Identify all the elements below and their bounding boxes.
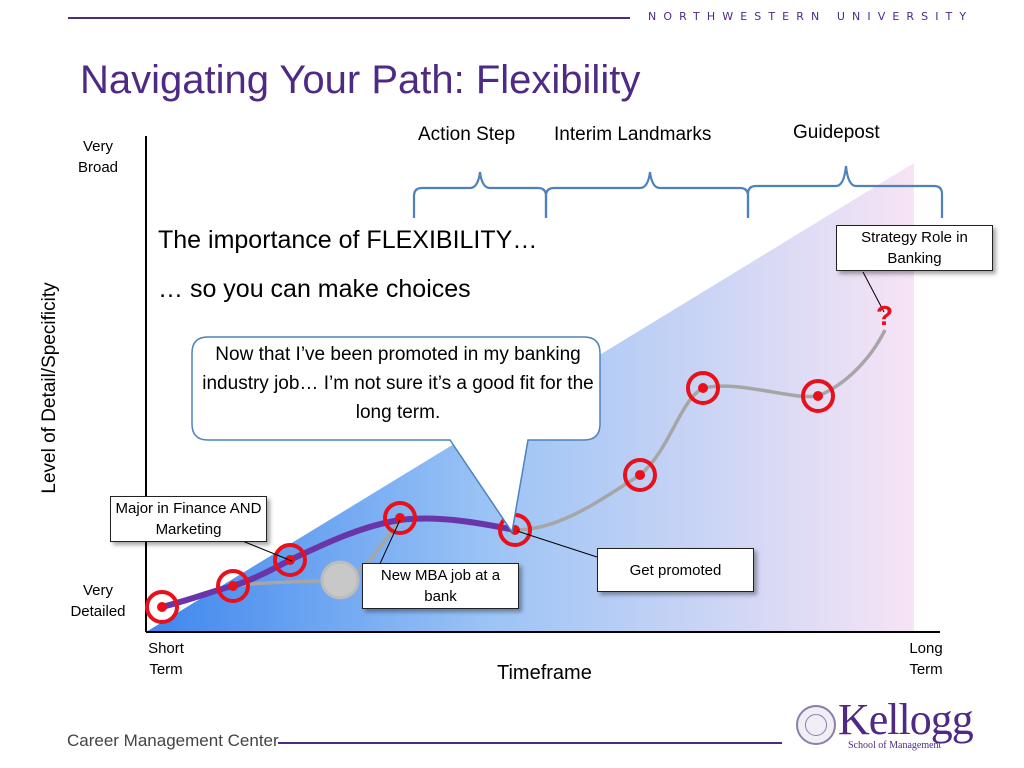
milestone-7 — [686, 371, 720, 405]
kellogg-logo: Kellogg — [838, 695, 974, 744]
mba-job-label: New MBA job at a bank — [380, 567, 501, 605]
mba-job-label-box: New MBA job at a bank — [362, 563, 519, 609]
milestone-4 — [383, 501, 417, 535]
skipped-milestone — [320, 560, 360, 600]
actual-path-line — [161, 329, 887, 609]
milestone-6 — [623, 458, 657, 492]
choices-subheading: … so you can make choices — [158, 275, 471, 303]
y-top-line-2: Broad — [77, 159, 119, 176]
promoted-connector — [516, 530, 598, 558]
milestone-1 — [145, 590, 179, 624]
major-label: Major in Finance AND Marketing — [115, 500, 262, 538]
kellogg-logo-subtitle: School of Management — [848, 740, 942, 751]
x-right-line-1: Long — [909, 640, 943, 657]
interim-landmarks-label: Interim Landmarks — [554, 124, 712, 145]
northwestern-seal-icon — [796, 705, 836, 745]
milestone-2 — [216, 569, 250, 603]
flexibility-heading: The importance of FLEXIBILITY… — [158, 226, 538, 254]
major-label-box: Major in Finance AND Marketing — [110, 496, 267, 542]
x-axis-left-label: Short Term — [136, 638, 196, 680]
y-axis-top-label: Very Broad — [68, 136, 128, 178]
strategy-connector — [862, 271, 885, 313]
mba-connector — [377, 519, 401, 569]
interim-landmarks-brace — [544, 171, 750, 218]
promoted-label: Get promoted — [629, 561, 722, 579]
y-axis-bottom-label: Very Detailed — [62, 580, 134, 622]
callout-text: Now that I’ve been promoted in my bankin… — [202, 344, 594, 423]
x-axis-title: Timeframe — [497, 662, 592, 684]
footer-rule — [278, 742, 782, 744]
action-step-label: Action Step — [418, 124, 516, 145]
x-left-line-1: Short — [148, 640, 184, 657]
speech-callout-shape — [191, 336, 601, 534]
y-bottom-line-1: Very — [82, 582, 113, 599]
guidepost-label: Guidepost — [793, 122, 880, 143]
milestone-markers — [145, 371, 835, 624]
slide-title: Navigating Your Path: Flexibility — [80, 58, 641, 102]
university-wordmark: NORTHWESTERN UNIVERSITY — [648, 10, 974, 23]
guidepost-brace — [746, 165, 944, 218]
y-top-line-1: Very — [82, 138, 113, 155]
footer-career-center: Career Management Center — [67, 731, 279, 750]
action-step-brace — [412, 171, 548, 218]
x-left-line-2: Term — [149, 661, 183, 678]
strategy-label-box: Strategy Role in Banking — [836, 225, 993, 271]
strategy-label: Strategy Role in Banking — [861, 229, 968, 267]
y-bottom-line-2: Detailed — [70, 603, 126, 620]
x-axis-right-label: Long Term — [896, 638, 956, 680]
milestone-8 — [801, 379, 835, 413]
question-mark: ? — [876, 300, 894, 331]
header-rule — [68, 17, 630, 19]
y-axis-title: Level of Detail/Specificity — [39, 282, 60, 494]
promoted-label-box: Get promoted — [597, 548, 754, 592]
x-right-line-2: Term — [909, 661, 943, 678]
